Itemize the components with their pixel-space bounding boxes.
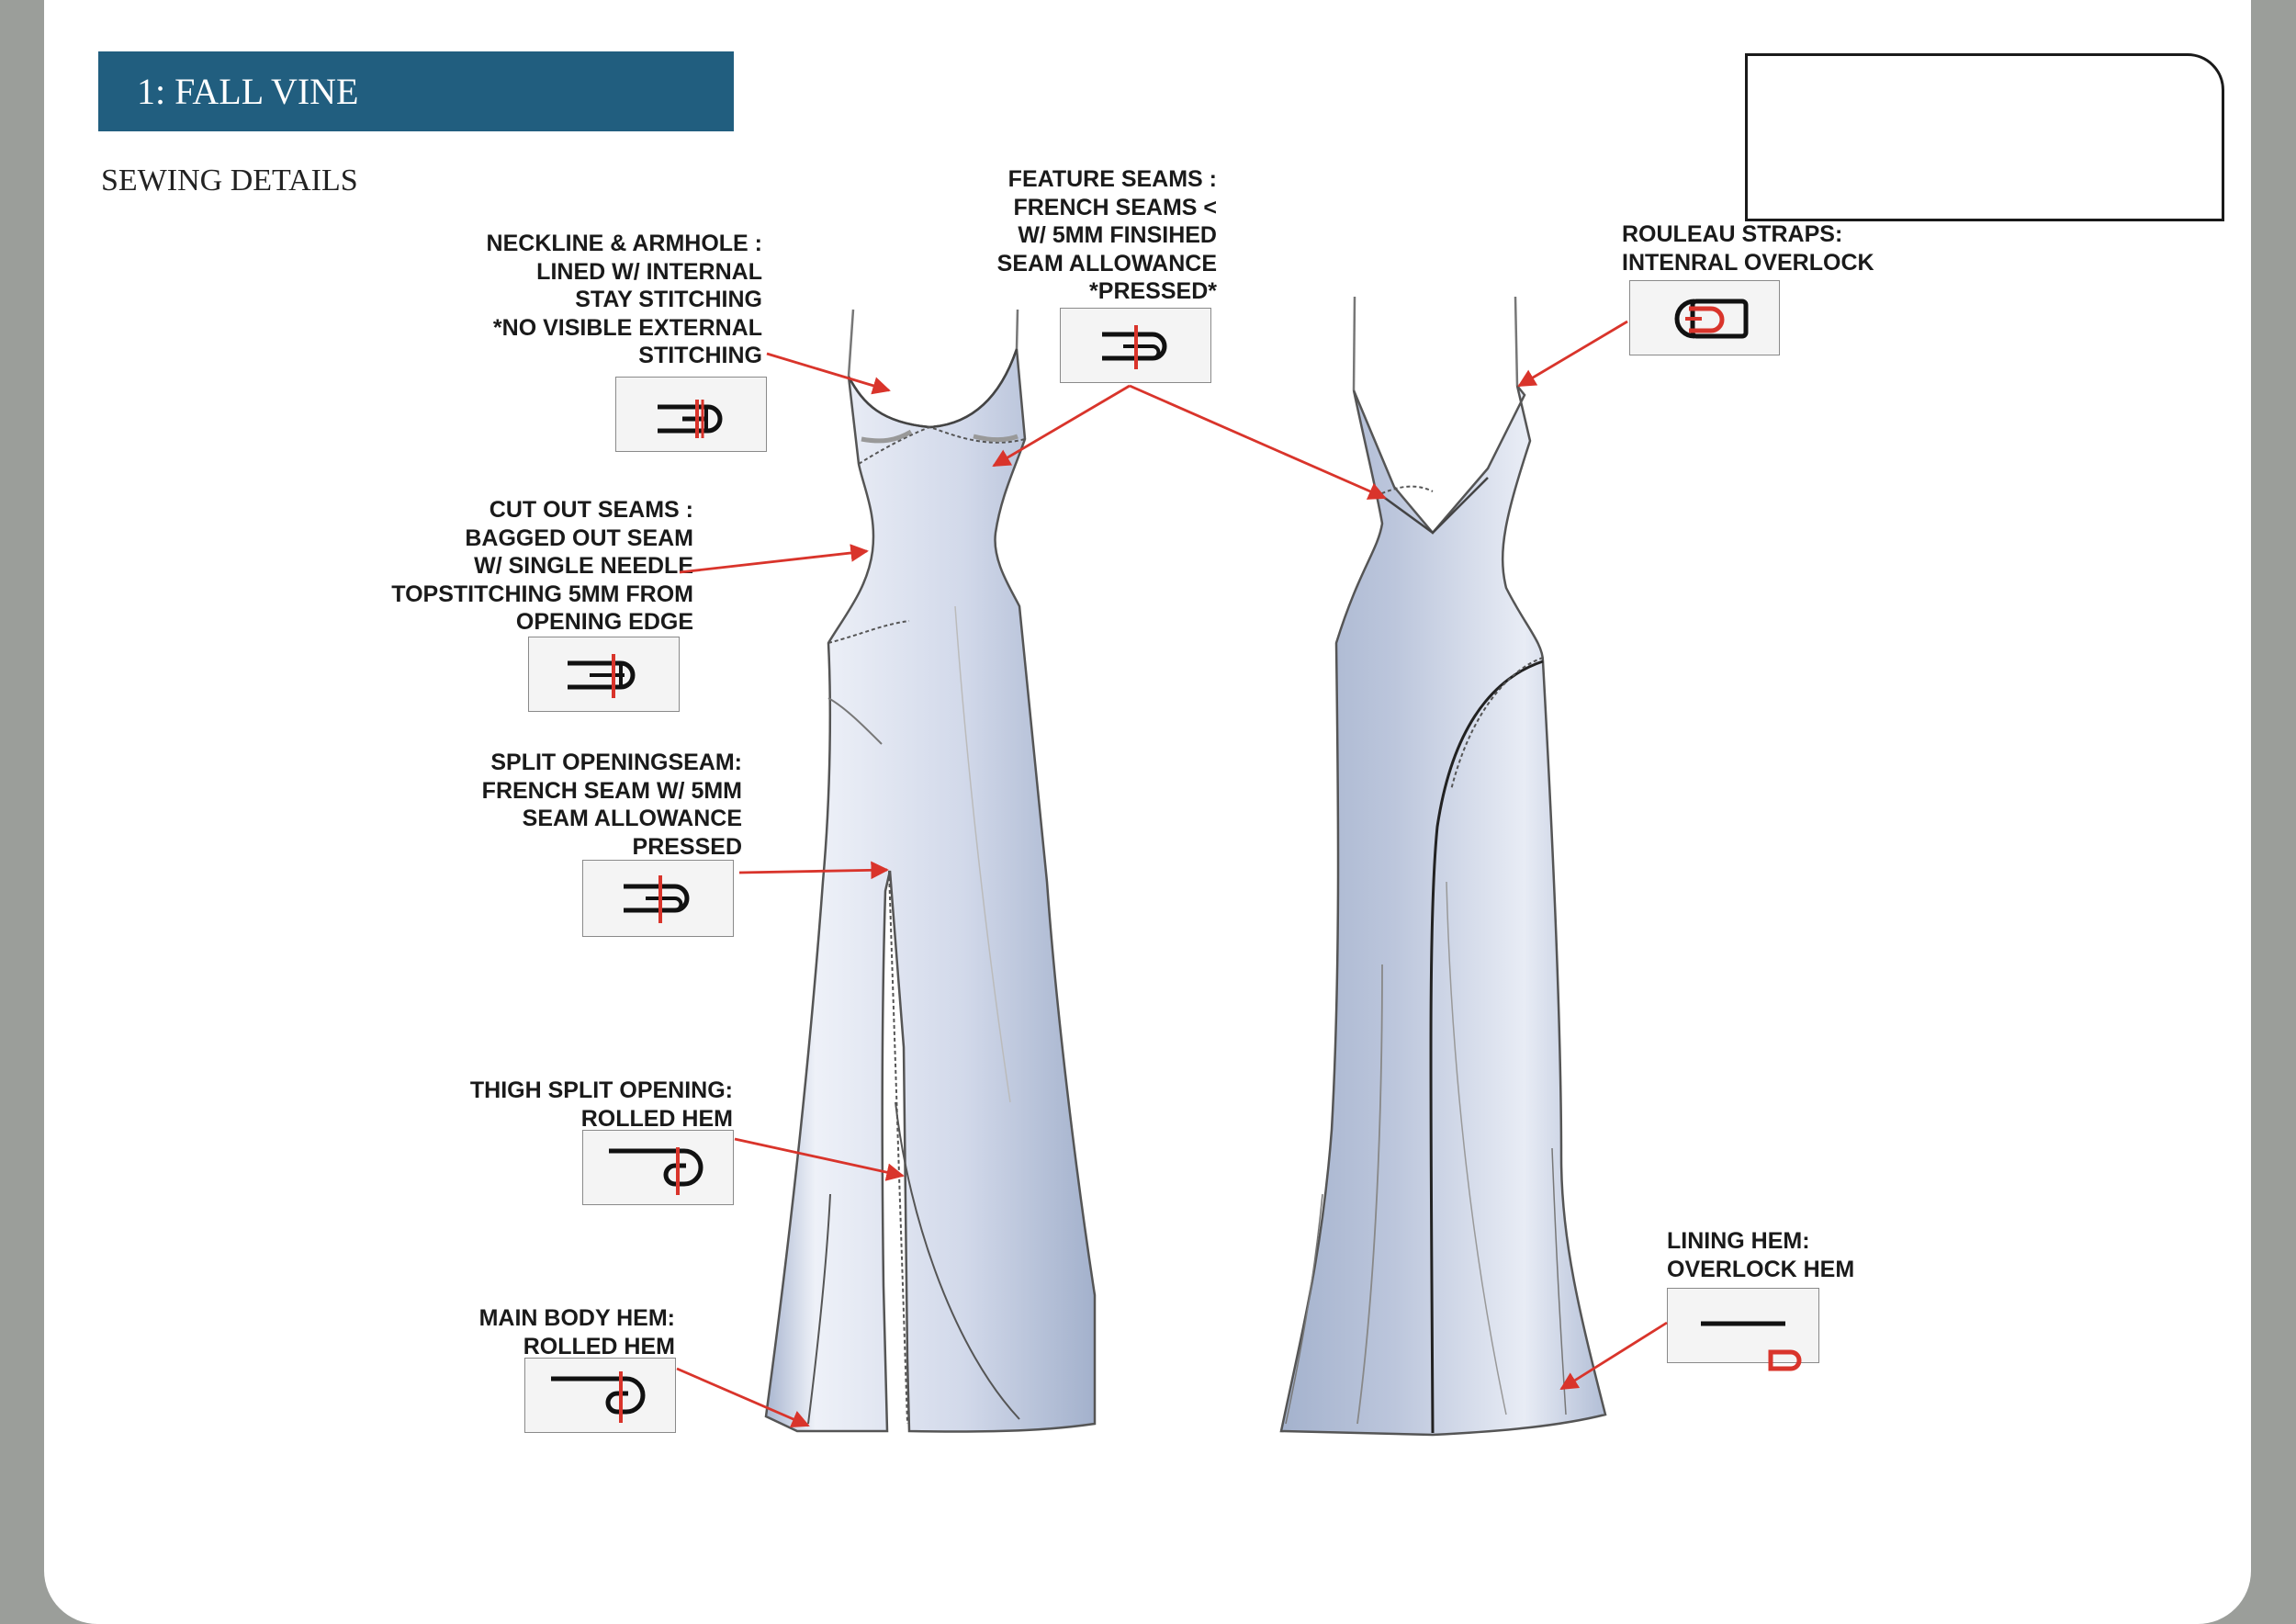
back-strap-lines <box>1352 296 1519 391</box>
callout-thigh-split: THIGH SPLIT OPENING: ROLLED HEM <box>469 1077 733 1132</box>
leader-arrows <box>676 320 1668 1427</box>
callout-neckline: NECKLINE & ARMHOLE : LINED W/ INTERNAL S… <box>486 231 762 368</box>
bagged-seam-icon <box>568 654 636 698</box>
main-rolled-hem-symbol <box>524 1358 676 1433</box>
thigh-rolled-hem-symbol <box>582 1130 734 1205</box>
callout-main-body-hem: MAIN BODY HEM: ROLLED HEM <box>478 1305 675 1359</box>
page-title-bar: 1: FALL VINE <box>98 51 734 131</box>
stay-stitch-symbol <box>615 377 767 452</box>
callout-lining-hem: LINING HEM: OVERLOCK HEM <box>1667 1228 1855 1282</box>
overlock-icon <box>1674 299 1749 339</box>
callout-feature-seams: FEATURE SEAMS : FRENCH SEAMS < W/ 5MM FI… <box>996 166 1217 304</box>
callout-cut-out-seams: CUT OUT SEAMS : BAGGED OUT SEAM W/ SINGL… <box>391 497 693 635</box>
rouleau-symbol <box>1629 280 1780 355</box>
french-seam-symbol <box>1060 308 1211 383</box>
page-title: 1: FALL VINE <box>137 71 359 112</box>
lining-overlock-symbol <box>1667 1288 1819 1363</box>
title-block-box <box>1745 53 2224 221</box>
front-dress <box>764 309 1097 1433</box>
overlock-icon <box>1768 1349 1802 1371</box>
split-seam-symbol <box>582 860 734 937</box>
callout-rouleau-straps: ROULEAU STRAPS: INTENRAL OVERLOCK <box>1622 221 1874 276</box>
back-dress <box>1279 296 1607 1437</box>
section-title: SEWING DETAILS <box>101 164 358 197</box>
front-dress-body <box>764 348 1097 1433</box>
rolled-hem-icon <box>609 1147 703 1195</box>
rolled-hem-icon <box>551 1371 646 1423</box>
french-seam-icon <box>1102 325 1167 369</box>
callout-split-opening-seam: SPLIT OPENINGSEAM: FRENCH SEAM W/ 5MM SE… <box>481 750 742 860</box>
bagged-seam-symbol <box>528 637 680 712</box>
stay-stitch-icon <box>658 400 723 438</box>
french-seam-icon <box>624 875 690 923</box>
front-strap-lines <box>847 309 1019 378</box>
back-dress-body <box>1279 385 1607 1437</box>
overlock-icon <box>1701 1321 1785 1326</box>
sheet <box>44 0 2251 1624</box>
